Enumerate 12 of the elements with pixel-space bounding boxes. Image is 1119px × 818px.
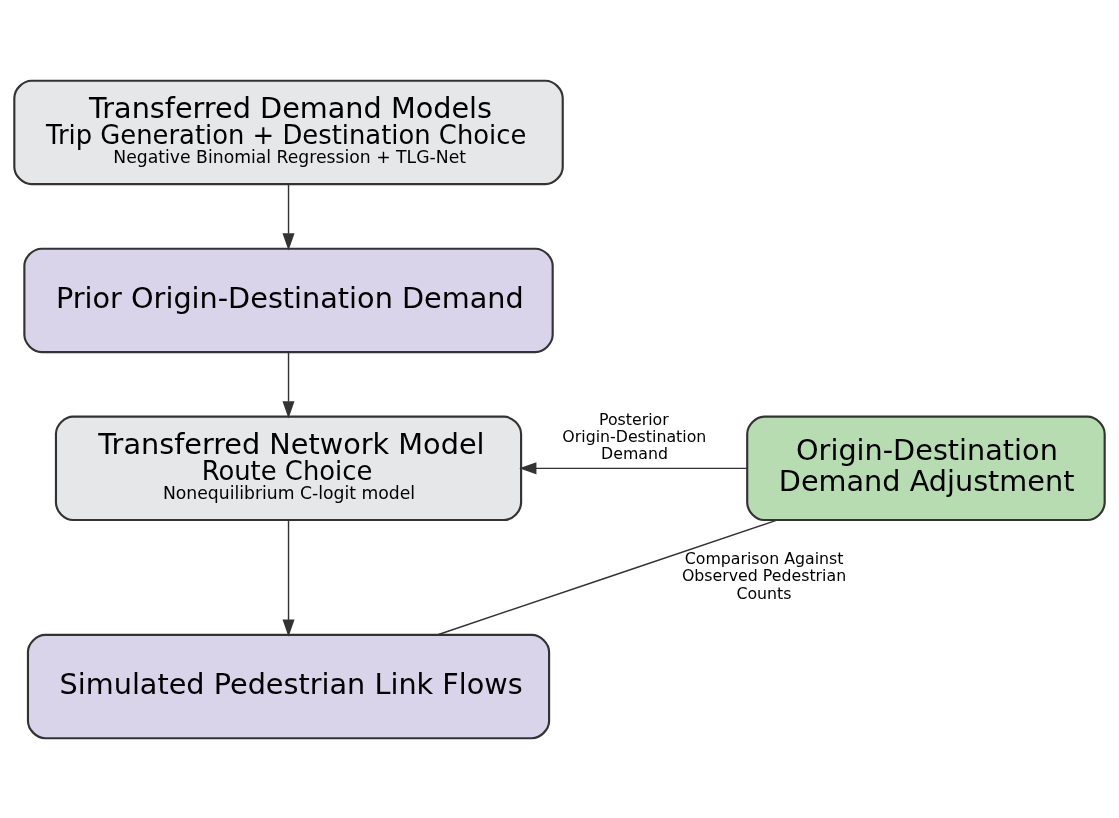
connector <box>437 518 778 635</box>
node-box: Transferred Demand Models Trip Generation + Destination Choice Negative Binomial Regression + TLG-Net <box>13 79 564 185</box>
node-box: Prior Origin-Destination Demand <box>23 247 554 353</box>
edge-label: Posterior Origin-Destination Demand <box>562 409 707 463</box>
node-box: Simulated Pedestrian Link Flows <box>26 633 551 739</box>
arrow <box>519 461 748 474</box>
node-box: Origin-Destination Demand Adjustment <box>746 415 1106 521</box>
arrow <box>282 519 295 637</box>
edge-label: Comparison Against Observed Pedestrian Counts <box>681 548 847 603</box>
arrow <box>282 183 295 250</box>
arrow <box>282 351 295 418</box>
node-box: Transferred Network Model Route Choice Nonequilibrium C-logit model <box>54 415 523 521</box>
